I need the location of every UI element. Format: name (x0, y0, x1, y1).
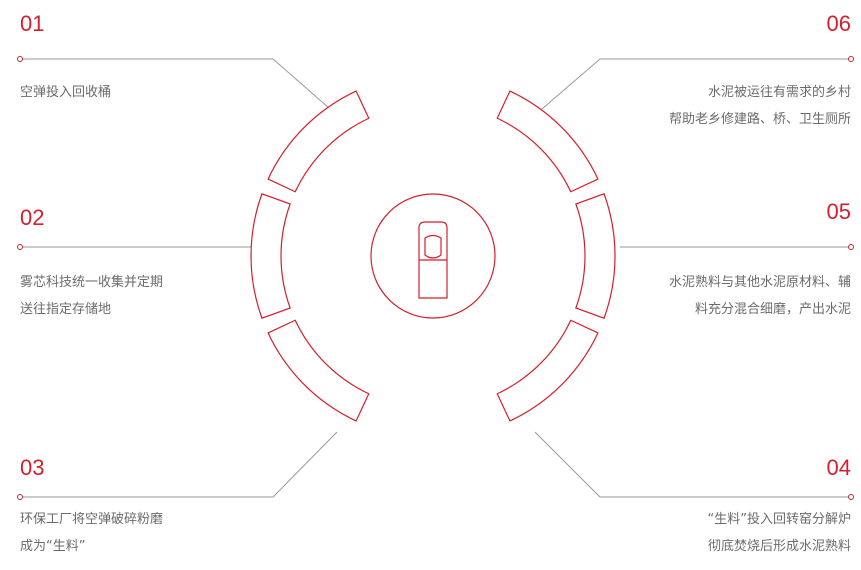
connector-dot-01 (17, 56, 23, 62)
connector-dot-02 (17, 244, 23, 250)
connector-03 (20, 431, 338, 498)
step-description-04: “生料”投入回转窑分解炉 彻底焚烧后形成水泥熟料 (708, 506, 851, 560)
step-description-02: 雾芯科技统一收集并定期 送往指定存储地 (20, 269, 163, 323)
step-03-line-2: 成为“生料” (20, 539, 86, 554)
step-04-line-2: 彻底焚烧后形成水泥熟料 (707, 539, 851, 554)
step-description-05: 水泥熟料与其他水泥原材料、辅 料充分混合细磨，产出水泥 (669, 269, 851, 323)
step-number-01: 01 (20, 11, 45, 36)
connector-dot-05 (848, 244, 854, 250)
step-02-line-2: 送往指定存储地 (20, 302, 112, 317)
step-description-03: 环保工厂将空弹破碎粉磨 成为“生料” (20, 506, 163, 560)
center-circle (370, 193, 496, 319)
ring-segment-04 (496, 319, 599, 422)
vape-pod-icon (418, 221, 448, 299)
step-05-line-1: 水泥熟料与其他水泥原材料、辅 (668, 275, 851, 290)
step-05-line-2: 料充分混合细磨，产出水泥 (694, 302, 851, 317)
ring-segment-05 (575, 192, 616, 320)
step-06-line-2: 帮助老乡修建路、桥、卫生厕所 (668, 112, 851, 127)
connector-01 (20, 58, 338, 116)
ring-segment-02 (250, 192, 291, 320)
ring-segment-03 (267, 319, 370, 422)
step-01-line-1: 空弹投入回收桶 (20, 85, 112, 100)
step-number-03: 03 (20, 455, 45, 480)
step-description-01: 空弹投入回收桶 (20, 79, 111, 106)
connector-dot-06 (848, 56, 854, 62)
connector-04 (534, 431, 851, 498)
step-number-06: 06 (826, 11, 851, 36)
step-03-line-1: 环保工厂将空弹破碎粉磨 (20, 512, 164, 527)
step-number-02: 02 (20, 205, 45, 230)
step-description-06: 水泥被运往有需求的乡村 帮助老乡修建路、桥、卫生厕所 (669, 79, 851, 133)
step-06-line-1: 水泥被运往有需求的乡村 (707, 85, 851, 100)
connector-dot-03 (17, 494, 23, 500)
step-04-line-1: “生料”投入回转窑分解炉 (707, 512, 851, 527)
ring-segment-06 (496, 90, 599, 193)
step-number-04: 04 (826, 455, 851, 480)
step-02-line-1: 雾芯科技统一收集并定期 (20, 275, 164, 290)
step-number-05: 05 (826, 199, 851, 224)
ring-segment-01 (267, 90, 370, 193)
connector-dot-04 (848, 494, 854, 500)
connector-06 (534, 58, 851, 116)
